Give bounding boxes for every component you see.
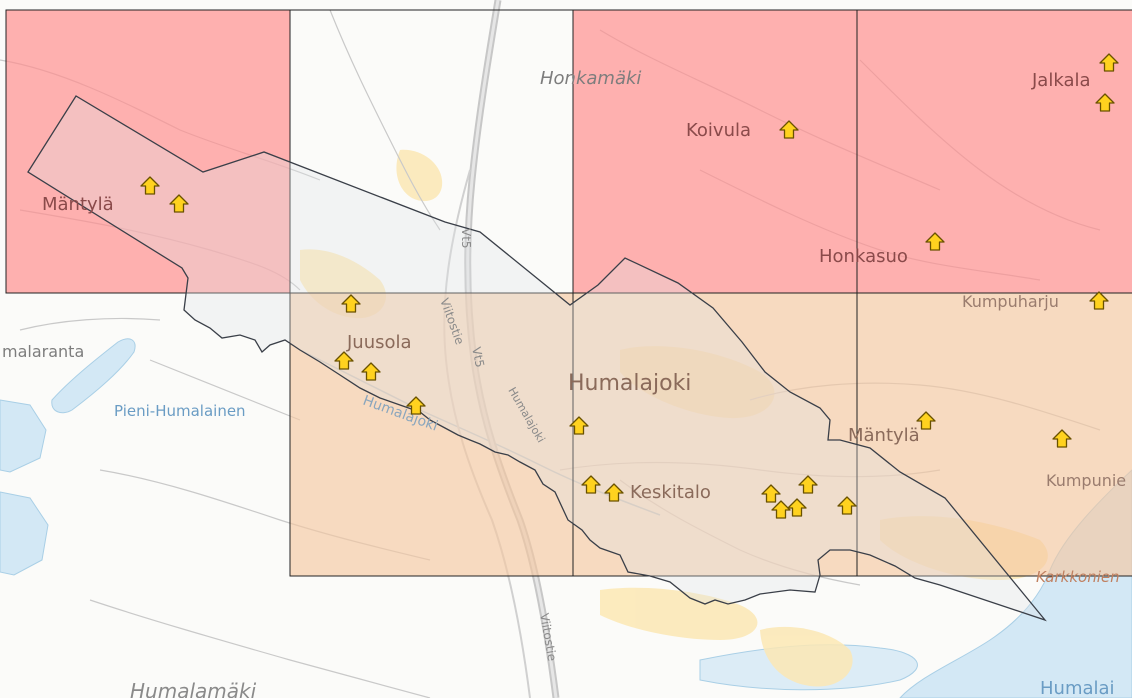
grid-layer xyxy=(5,9,1132,577)
place-label-keskitalo: Keskitalo xyxy=(630,482,711,503)
house-arrow-icon[interactable] xyxy=(916,411,936,430)
house-arrow-icon[interactable] xyxy=(1099,53,1119,72)
marker-shape xyxy=(569,416,589,435)
house-arrow-icon[interactable] xyxy=(169,194,189,213)
place-label-juusola: Juusola xyxy=(346,332,412,353)
house-arrow-icon[interactable] xyxy=(581,475,601,494)
humalajoki-area-polygon[interactable] xyxy=(27,95,1047,622)
cell-r0-c3[interactable] xyxy=(856,9,1132,294)
marker-shape xyxy=(916,411,936,430)
pieni-humalainen-lake xyxy=(51,338,136,414)
built-area-southeast xyxy=(760,626,853,687)
marker-shape xyxy=(925,232,945,251)
house-arrow-icon[interactable] xyxy=(1052,429,1072,448)
marker-shape xyxy=(798,475,818,494)
house-arrow-icon[interactable] xyxy=(406,396,426,415)
house-arrow-icon[interactable] xyxy=(837,496,857,515)
marker-shape xyxy=(787,498,807,517)
house-arrow-icon[interactable] xyxy=(779,120,799,139)
house-arrow-icon[interactable] xyxy=(341,294,361,313)
marker-shape xyxy=(1089,291,1109,310)
lake-southwest xyxy=(0,491,49,576)
place-label-jalkala: Jalkala xyxy=(1031,70,1091,91)
marker-shape xyxy=(1095,93,1115,112)
house-arrow-icon[interactable] xyxy=(1095,93,1115,112)
road-minor-12 xyxy=(149,359,301,421)
marker-shape xyxy=(837,496,857,515)
labels-layer: Honkamäki Koivula Jalkala Mäntylä Honkas… xyxy=(2,68,1126,698)
marker-shape xyxy=(779,120,799,139)
road-minor-11 xyxy=(19,317,161,331)
marker-shape xyxy=(341,294,361,313)
place-label-mantyla-west: Mäntylä xyxy=(42,194,114,215)
marker-shape xyxy=(334,351,354,370)
marker-shape xyxy=(406,396,426,415)
road-minor-8 xyxy=(89,599,431,698)
house-arrow-icon[interactable] xyxy=(361,362,381,381)
place-label-karkkoniemi: Karkkonien xyxy=(1036,568,1120,586)
house-arrow-icon[interactable] xyxy=(787,498,807,517)
road-label-vt5-north: Vt5 xyxy=(459,228,473,249)
cell-r1-c2[interactable] xyxy=(572,292,858,577)
marker-shape xyxy=(1052,429,1072,448)
marker-shape xyxy=(140,176,160,195)
lake-west xyxy=(0,399,47,473)
cell-r1-c1[interactable] xyxy=(289,292,574,577)
place-label-kumpuharju: Kumpuharju xyxy=(962,292,1059,311)
marker-shape xyxy=(581,475,601,494)
place-label-humalajoki: Humalajoki xyxy=(568,371,691,396)
built-area-center xyxy=(396,149,443,202)
marker-shape xyxy=(169,194,189,213)
place-label-koivula: Koivula xyxy=(686,120,751,141)
place-label-mantyla-east: Mäntylä xyxy=(848,425,920,446)
place-label-pieni-humalainen: Pieni-Humalainen xyxy=(114,402,246,420)
house-arrow-icon[interactable] xyxy=(334,351,354,370)
marker-shape xyxy=(361,362,381,381)
place-label-humalamaki: Humalamäki xyxy=(130,679,257,698)
marker-shape xyxy=(1099,53,1119,72)
place-label-malaranta: malaranta xyxy=(2,342,84,361)
place-label-honkasuo: Honkasuo xyxy=(819,246,908,267)
place-label-honkamaki: Honkamäki xyxy=(540,68,641,89)
road-label-vt5-mid: Vt5 xyxy=(469,346,487,369)
house-arrow-icon[interactable] xyxy=(761,484,781,503)
marker-layer xyxy=(140,53,1119,519)
marker-shape xyxy=(604,483,624,502)
house-arrow-icon[interactable] xyxy=(569,416,589,435)
place-label-kumpuniemi: Kumpunie xyxy=(1046,471,1126,490)
house-arrow-icon[interactable] xyxy=(798,475,818,494)
house-arrow-icon[interactable] xyxy=(1089,291,1109,310)
road-minor-3 xyxy=(329,9,441,231)
house-arrow-icon[interactable] xyxy=(140,176,160,195)
cell-r1-c3[interactable] xyxy=(856,292,1132,577)
cell-r0-c2[interactable] xyxy=(572,9,858,294)
cell-r0-c0[interactable] xyxy=(5,9,291,294)
marker-shape xyxy=(761,484,781,503)
house-arrow-icon[interactable] xyxy=(771,500,791,519)
house-arrow-icon[interactable] xyxy=(925,232,945,251)
house-arrow-icon[interactable] xyxy=(604,483,624,502)
place-label-humalainen: Humalai xyxy=(1040,678,1115,698)
marker-shape xyxy=(771,500,791,519)
